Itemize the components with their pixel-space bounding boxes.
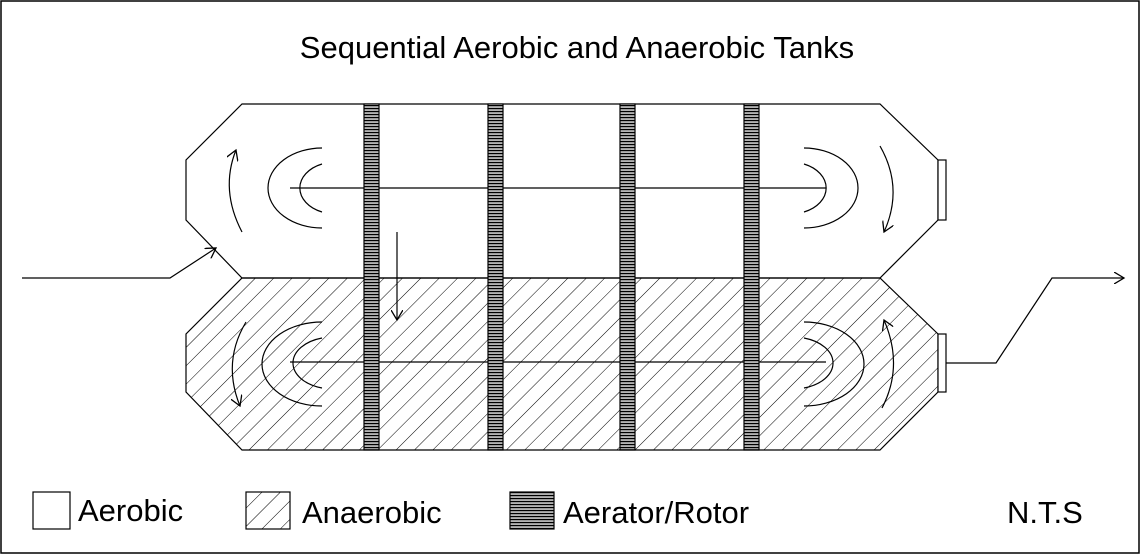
anaerobic-left-rotation-arrow (232, 321, 247, 406)
aerobic-right-rotation-arrow (879, 145, 894, 232)
outflow-arrow (946, 278, 1124, 364)
diagram-title: Sequential Aerobic and Anaerobic Tanks (300, 30, 854, 65)
rotation-arrows (229, 145, 895, 409)
legend-anaerobic-label: Anaerobic (302, 495, 442, 530)
anaerobic-right-rotation-arrow (881, 320, 895, 409)
aerator-rotor (487, 103, 504, 451)
aerobic-left-rotation-arrow (229, 150, 243, 233)
legend-aerator-label: Aerator/Rotor (563, 495, 749, 530)
anaerobic-flow-curves (261, 321, 865, 407)
aerator-rotors (363, 103, 760, 451)
inflow-arrow (22, 248, 216, 279)
legend-aerobic-swatch (32, 491, 71, 530)
aerator-rotor (743, 103, 760, 451)
aerobic-outlet-weir (937, 159, 947, 221)
legend: Aerobic Anaerobic Aerator/Rotor N.T.S (32, 491, 1083, 530)
aerobic-flow-curves (267, 147, 859, 229)
legend-aerobic-label: Aerobic (78, 493, 183, 528)
scale-note: N.T.S (1007, 495, 1083, 530)
aerator-rotor (619, 103, 636, 451)
anaerobic-outlet-weir (937, 333, 947, 393)
aerator-rotor (363, 103, 380, 451)
aerobic-tank (185, 103, 939, 279)
legend-anaerobic-swatch (245, 491, 291, 530)
legend-aerator-swatch (509, 491, 555, 530)
anaerobic-tank (185, 277, 939, 451)
